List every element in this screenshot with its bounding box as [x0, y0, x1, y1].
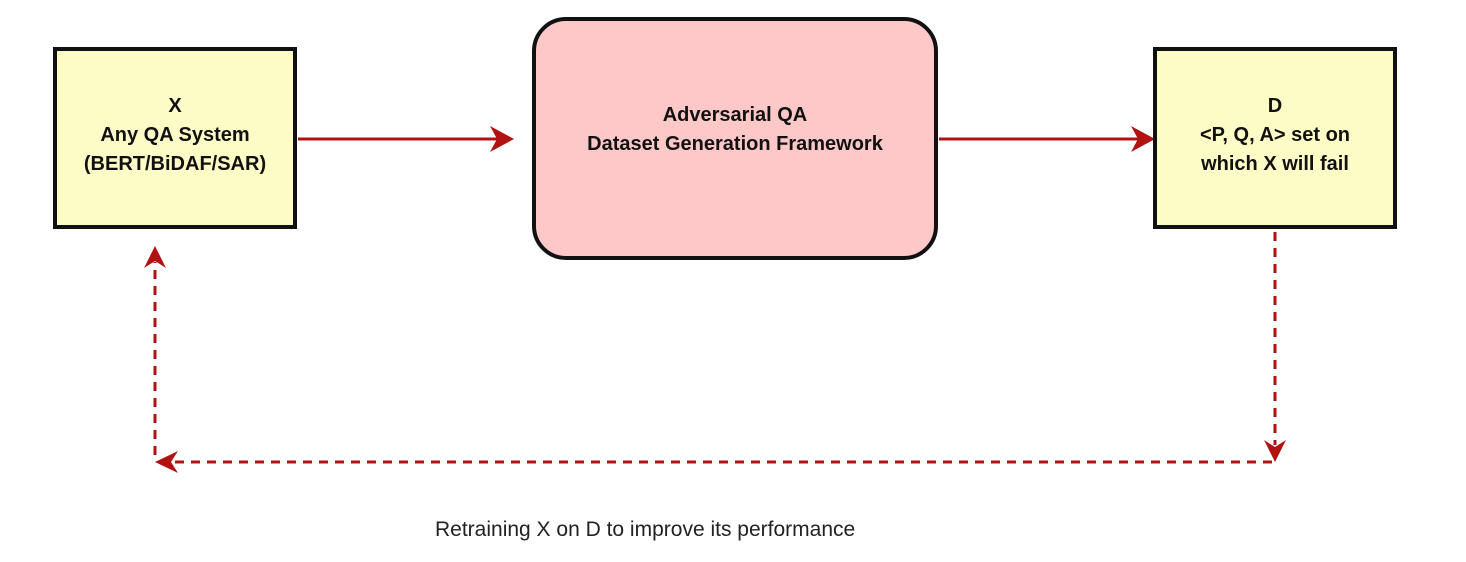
node-qa-system-line-1: X	[168, 94, 182, 117]
node-dataset-line-2: <P, Q, A> set on	[1199, 123, 1351, 146]
arrowhead-x-to-framework	[490, 126, 514, 152]
node-dataset-line-1: D	[1267, 94, 1283, 117]
node-framework-line-1: Adversarial QA	[662, 103, 808, 126]
node-dataset-line-3: which X will fail	[1201, 152, 1349, 175]
node-qa-system-line-3: (BERT/BiDAF/SAR)	[83, 152, 267, 175]
feedback-arrowhead-left	[155, 451, 178, 473]
node-qa-system: X Any QA System (BERT/BiDAF/SAR)	[53, 47, 297, 229]
node-qa-system-line-2: Any QA System	[100, 123, 250, 146]
feedback-arrowhead-up	[144, 246, 166, 268]
arrowhead-framework-to-d	[1131, 126, 1155, 152]
node-framework-line-2: Dataset Generation Framework	[587, 132, 883, 155]
feedback-arrowhead-down	[1264, 440, 1286, 462]
node-adversarial-dataset: D <P, Q, A> set on which X will fail	[1153, 47, 1397, 229]
feedback-caption: Retraining X on D to improve its perform…	[435, 518, 856, 541]
node-adversarial-framework: Adversarial QA Dataset Generation Framew…	[532, 17, 938, 260]
